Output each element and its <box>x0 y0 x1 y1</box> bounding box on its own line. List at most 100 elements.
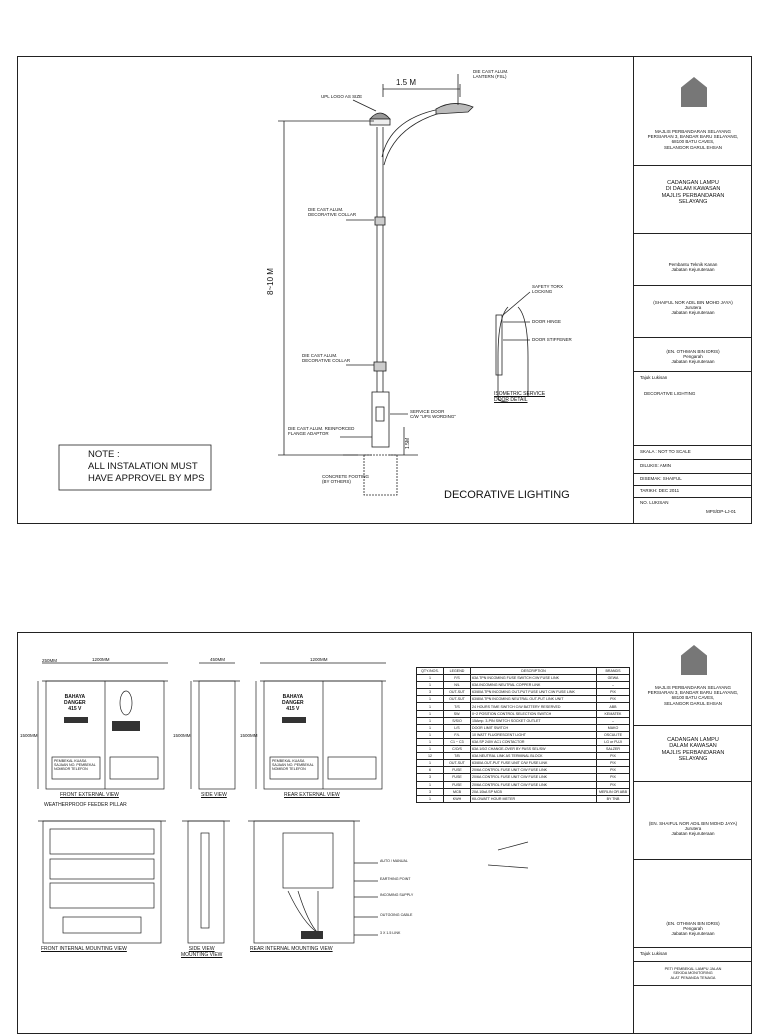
callout-incoming: INCOMING SUPPLY <box>380 893 414 897</box>
legend-code: FUSE <box>443 773 471 782</box>
legend-code: L/S <box>443 723 471 732</box>
label-footing: CONCRETE FOOTING(BY OTHERS) <box>322 474 369 485</box>
legend-brand: – <box>596 716 630 725</box>
legend-description: KILOWATT HOUR METER <box>470 794 597 803</box>
legend-brand: – <box>596 681 630 690</box>
lamp-pole-drawing <box>58 74 531 496</box>
legend-qty: 1 <box>416 695 444 704</box>
label-collar-mid: DIE CAST ALUM.DECORATIVE COLLAR <box>302 353 351 364</box>
legend-brand: ABB <box>596 702 630 711</box>
legend-code: F/S <box>443 674 471 683</box>
legend-qty: 1 <box>416 681 444 690</box>
legend-brand: PIX <box>596 773 630 782</box>
designed-by: DISEMAK: SHAIFUL <box>640 476 682 481</box>
legend-qty: 3 <box>416 688 444 697</box>
legend-code: F/L <box>443 730 471 739</box>
engineer-signoff: (SHAIFUL NOR ADIL BIN MOHD JAYA)Jurutera… <box>653 300 733 316</box>
drawing-sheet-feeder-pillar: 1200MM 250MM 450MM 1200MM 1500MM 1500MM … <box>17 632 752 1034</box>
drawing-title: DECORATIVE LIGHTING <box>444 489 570 501</box>
legend-description: 20/6A CONTROL FUSE UNIT C/W FUSE LINK <box>470 780 597 789</box>
legend-qty: 1 <box>416 716 444 725</box>
legend-code: T/B <box>443 752 471 761</box>
legend-qty: 1 <box>416 737 444 747</box>
dim-height-side: 1500MM <box>173 733 191 738</box>
legend-qty: 1 <box>416 730 444 739</box>
dim-front-width: 1200MM <box>92 657 110 662</box>
legend-brand: BY TNB <box>596 794 630 803</box>
legend-description: 63/80A TPN INCOMING NEUTRAL OUT-PUT LINK… <box>470 695 597 704</box>
legend-description: 15Amp. 3-PIN SWITCH SOCKET OUTLET <box>470 716 597 725</box>
legend-description: 20A 10kA SP MCB <box>470 787 597 796</box>
legend-brand: MERLIN OR ABB <box>596 787 630 796</box>
legend-description: 63A SP 240V AC1 CONTACTOR <box>470 737 597 747</box>
caption-weatherproof-pillar: WEATHERPROOF FEEDER PILLAR <box>44 802 127 808</box>
legend-description: 63A 1/0/2 CHANGE-OVER BY PASS SEL/SW <box>470 745 597 754</box>
legend-code: S/S/O <box>443 716 471 725</box>
legend-brand: MAKO <box>596 723 630 732</box>
base-dimension: 1.5M <box>405 437 411 449</box>
legend-brand: PIX <box>596 766 630 775</box>
date: TARIKH: DEC 2011 <box>640 488 680 493</box>
caption-side-view: SIDE VIEW <box>201 792 227 798</box>
legend-qty: 1 <box>416 745 444 754</box>
legend-description: 20/6A CONTROL FUSE UNIT C/W FUSE LINK <box>470 773 597 782</box>
legend-code: C1 ~ C3 <box>443 737 471 747</box>
legend-qty: 1 <box>416 702 444 711</box>
legend-description: 63A INCOMING NEUTRAL COPPER LINK <box>470 681 597 690</box>
callout-link: 3 X 1.5 LINK <box>380 931 401 935</box>
legend-code: OUT-SUT <box>443 688 471 697</box>
dim-height-front: 1500MM <box>20 733 38 738</box>
label-door-hinge: DOOR HINGE <box>532 319 562 324</box>
legend-qty: 1 <box>416 794 444 803</box>
callout-earthing: EARTHING POINT <box>380 877 411 881</box>
legend-brand: KEMATEK <box>596 709 630 718</box>
legend-qty: 3 <box>416 787 444 796</box>
label-lantern: DIE CAST ALUM.LANTERN (FSL) <box>473 69 509 80</box>
legend-qty: 1 <box>416 780 444 789</box>
legend-header: LEGEND <box>443 666 471 676</box>
legend-description: DOOR LIMIT SWITCH <box>470 723 597 732</box>
legend-code: FUSE <box>443 766 471 775</box>
drawing-number: MPS/DP-LJ-01 <box>706 509 737 514</box>
legend-brand: GEWA <box>596 674 630 683</box>
legend-code: SW. <box>443 709 471 718</box>
arm-dimension: 1.5 M <box>396 78 417 87</box>
legend-header: QTY./NOS. <box>416 666 444 676</box>
legend-code: KWH <box>443 794 471 803</box>
legend-description: 63A TPN INCOMING FUSE SWITCH C/W FUSE LI… <box>470 674 597 683</box>
legend-brand: OSCULITE <box>596 730 630 739</box>
council-logo-icon <box>681 645 707 675</box>
legend-qty: 12 <box>416 752 444 761</box>
label-collar-top: DIE CAST ALUM.DECORATIVE COLLAR <box>308 207 357 218</box>
legend-qty: 1 <box>416 674 444 683</box>
callout-outgoing: OUTGOING CABLE <box>380 913 413 917</box>
caption-rear-external: REAR EXTERNAL VIEW <box>284 792 340 798</box>
subject: DECORATIVE LIGHTING <box>644 391 696 396</box>
legend-qty: 1 <box>416 709 444 718</box>
legend-brand: PIX <box>596 752 630 761</box>
drawn-by: DILUKIS: AMIN <box>640 463 672 468</box>
legend-description: 0~2 POSITION CONTROL SELECTION SWITCH <box>470 709 597 718</box>
